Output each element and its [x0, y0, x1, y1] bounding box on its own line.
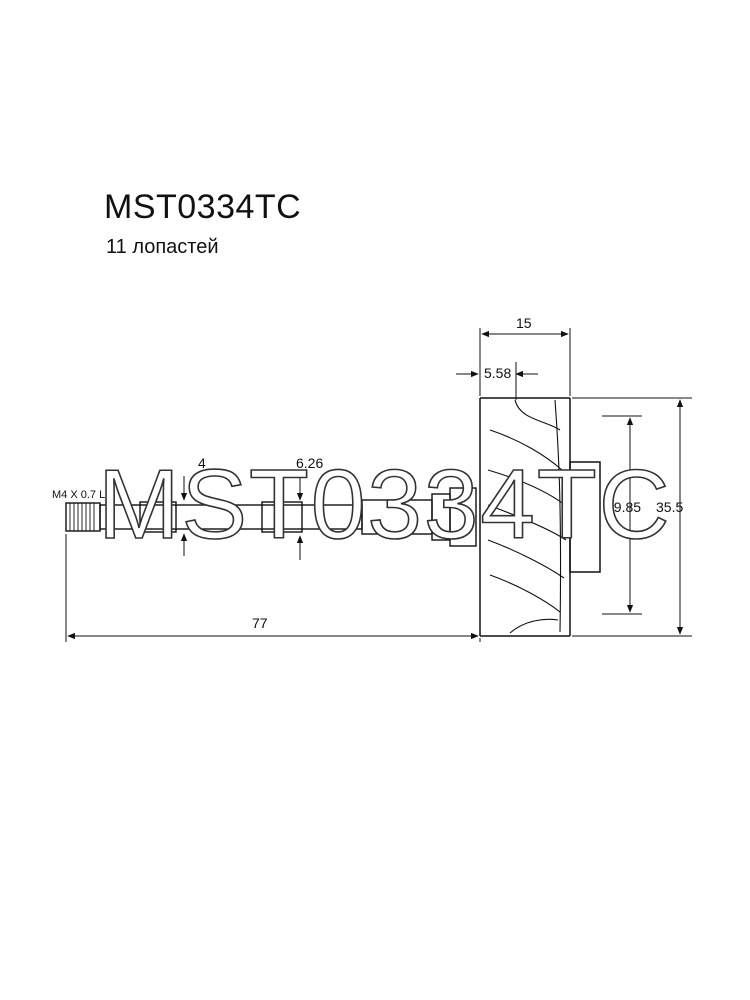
part-code-title: MST0334TC [104, 188, 302, 226]
dim-6-26-label: 6.26 [296, 455, 323, 471]
dimension-lines [65, 328, 692, 642]
dim-29-85-label: 29.85 [606, 499, 641, 515]
dim-15-label: 15 [516, 315, 532, 331]
shaft-journal [261, 501, 303, 533]
shaft-step [139, 501, 177, 533]
hub-neck [449, 487, 477, 547]
blade-curves [487, 399, 567, 634]
dim-35-5-label: 35.5 [656, 499, 683, 515]
dim-4-label: 4 [198, 455, 206, 471]
threaded-end [65, 502, 101, 532]
wheel-nose [569, 461, 601, 573]
shaft [65, 487, 477, 547]
dimension-labels: 15 5.58 6.26 4 29.85 35.5 77 M4 X 0.7 LH [52, 315, 683, 631]
dim-77-label: 77 [252, 615, 268, 631]
blade-count-label: 11 лопастей [106, 236, 219, 258]
turbine-wheel [479, 397, 601, 637]
dim-5-58-label: 5.58 [484, 365, 511, 381]
watermark-text: MST0334TC [98, 449, 672, 559]
thread-spec-label: M4 X 0.7 LH [52, 489, 113, 501]
thread-hatching [69, 503, 95, 531]
